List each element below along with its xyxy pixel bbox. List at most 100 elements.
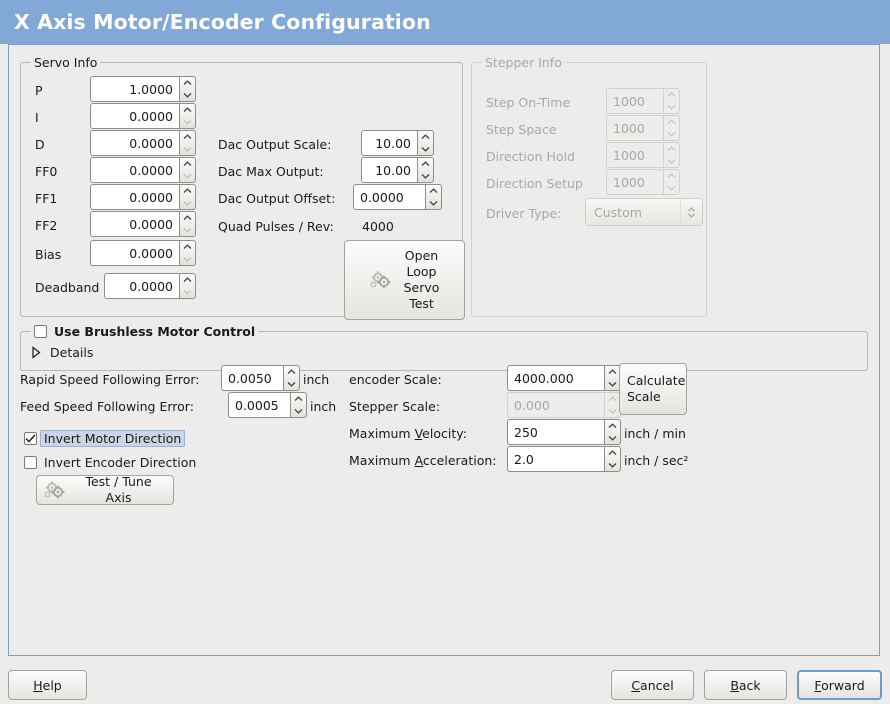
servo-p-value[interactable]: 1.0000	[90, 76, 179, 102]
spin-down-icon[interactable]	[180, 286, 195, 298]
rapid-following-error-spin-buttons[interactable]	[283, 365, 300, 391]
spin-down-icon[interactable]	[426, 197, 441, 209]
step-space-value[interactable]: 1000	[606, 115, 663, 141]
spin-up-icon[interactable]	[605, 420, 620, 432]
spin-up-icon[interactable]	[418, 131, 433, 143]
details-expander[interactable]: Details	[31, 345, 93, 360]
spin-up-icon[interactable]	[664, 116, 679, 128]
help-button[interactable]: Help	[8, 670, 87, 700]
spin-up-icon[interactable]	[605, 393, 620, 405]
dac-max-output-value[interactable]: 10.00	[361, 157, 417, 183]
use-brushless-checkbox-row[interactable]: Use Brushless Motor Control	[31, 324, 259, 339]
rapid-following-error-value[interactable]: 0.0050	[221, 365, 283, 391]
spin-up-icon[interactable]	[605, 447, 620, 459]
spin-up-icon[interactable]	[180, 274, 195, 286]
spin-down-icon[interactable]	[291, 405, 306, 417]
servo-ff1-value[interactable]: 0.0000	[90, 184, 179, 210]
spin-up-icon[interactable]	[291, 393, 306, 405]
step-on-time-spinbox[interactable]: 1000	[606, 88, 680, 114]
chevron-right-icon[interactable]	[31, 346, 41, 359]
spin-down-icon[interactable]	[605, 459, 620, 471]
spin-down-icon[interactable]	[605, 405, 620, 417]
spin-down-icon[interactable]	[605, 432, 620, 444]
spin-up-icon[interactable]	[605, 366, 620, 378]
spin-up-icon[interactable]	[664, 143, 679, 155]
dac-max-output-spin-buttons[interactable]	[417, 157, 434, 183]
spin-down-icon[interactable]	[605, 378, 620, 390]
maximum-acceleration-value[interactable]: 2.0	[507, 446, 604, 472]
use-brushless-checkbox[interactable]	[34, 325, 47, 338]
stepper-scale-spinbox[interactable]: 0.000	[507, 392, 621, 418]
dac-output-scale-spin-buttons[interactable]	[417, 130, 434, 156]
spin-down-icon[interactable]	[664, 101, 679, 113]
feed-following-error-spinbox[interactable]: 0.0005	[228, 392, 307, 418]
direction-hold-spin-buttons[interactable]	[663, 142, 680, 168]
spin-down-icon[interactable]	[664, 155, 679, 167]
spin-down-icon[interactable]	[664, 182, 679, 194]
direction-setup-spinbox[interactable]: 1000	[606, 169, 680, 195]
spin-down-icon[interactable]	[180, 170, 195, 182]
servo-ff1-spin-buttons[interactable]	[179, 184, 196, 210]
spin-down-icon[interactable]	[180, 253, 195, 265]
spin-up-icon[interactable]	[284, 366, 299, 378]
step-on-time-spin-buttons[interactable]	[663, 88, 680, 114]
servo-i-spin-buttons[interactable]	[179, 103, 196, 129]
spin-up-icon[interactable]	[418, 158, 433, 170]
spin-up-icon[interactable]	[426, 185, 441, 197]
servo-deadband-value[interactable]: 0.0000	[104, 273, 179, 299]
servo-bias-spinbox[interactable]: 0.0000	[90, 240, 196, 266]
dac-output-offset-value[interactable]: 0.0000	[353, 184, 425, 210]
invert-motor-direction-checkbox[interactable]	[24, 432, 37, 445]
spin-down-icon[interactable]	[180, 143, 195, 155]
spin-up-icon[interactable]	[180, 185, 195, 197]
servo-deadband-spin-buttons[interactable]	[179, 273, 196, 299]
spin-up-icon[interactable]	[664, 89, 679, 101]
spin-down-icon[interactable]	[180, 89, 195, 101]
servo-p-spinbox[interactable]: 1.0000	[90, 76, 196, 102]
servo-ff2-value[interactable]: 0.0000	[90, 211, 179, 237]
servo-bias-value[interactable]: 0.0000	[90, 240, 179, 266]
servo-p-spin-buttons[interactable]	[179, 76, 196, 102]
step-space-spinbox[interactable]: 1000	[606, 115, 680, 141]
servo-ff2-spin-buttons[interactable]	[179, 211, 196, 237]
dac-output-offset-spin-buttons[interactable]	[425, 184, 442, 210]
servo-ff0-spin-buttons[interactable]	[179, 157, 196, 183]
servo-d-spin-buttons[interactable]	[179, 130, 196, 156]
direction-setup-value[interactable]: 1000	[606, 169, 663, 195]
servo-d-spinbox[interactable]: 0.0000	[90, 130, 196, 156]
servo-deadband-spinbox[interactable]: 0.0000	[104, 273, 196, 299]
spin-up-icon[interactable]	[664, 170, 679, 182]
step-space-spin-buttons[interactable]	[663, 115, 680, 141]
spin-down-icon[interactable]	[418, 170, 433, 182]
spin-up-icon[interactable]	[180, 212, 195, 224]
dac-max-output-spinbox[interactable]: 10.00	[361, 157, 434, 183]
test-tune-axis-button[interactable]: Test / Tune Axis	[36, 474, 174, 505]
servo-i-spinbox[interactable]: 0.0000	[90, 103, 196, 129]
servo-d-value[interactable]: 0.0000	[90, 130, 179, 156]
servo-i-value[interactable]: 0.0000	[90, 103, 179, 129]
invert-encoder-direction-checkbox[interactable]	[24, 456, 37, 469]
chevron-updown-icon[interactable]	[680, 199, 702, 225]
servo-ff1-spinbox[interactable]: 0.0000	[90, 184, 196, 210]
cancel-button[interactable]: Cancel	[611, 670, 694, 700]
spin-up-icon[interactable]	[180, 131, 195, 143]
feed-following-error-value[interactable]: 0.0005	[228, 392, 290, 418]
servo-ff0-spinbox[interactable]: 0.0000	[90, 157, 196, 183]
back-button[interactable]: Back	[704, 670, 787, 700]
open-loop-servo-test-button[interactable]: Open Loop Servo Test	[344, 240, 465, 320]
spin-down-icon[interactable]	[180, 197, 195, 209]
spin-up-icon[interactable]	[180, 77, 195, 89]
invert-motor-direction-row[interactable]: Invert Motor Direction	[24, 430, 186, 447]
direction-hold-value[interactable]: 1000	[606, 142, 663, 168]
encoder-scale-value[interactable]: 4000.000	[507, 365, 604, 391]
servo-bias-spin-buttons[interactable]	[179, 240, 196, 266]
spin-up-icon[interactable]	[180, 104, 195, 116]
servo-ff2-spinbox[interactable]: 0.0000	[90, 211, 196, 237]
spin-down-icon[interactable]	[418, 143, 433, 155]
rapid-following-error-spinbox[interactable]: 0.0050	[221, 365, 300, 391]
spin-down-icon[interactable]	[180, 224, 195, 236]
feed-following-error-spin-buttons[interactable]	[290, 392, 307, 418]
encoder-scale-spinbox[interactable]: 4000.000	[507, 365, 621, 391]
direction-hold-spinbox[interactable]: 1000	[606, 142, 680, 168]
calculate-scale-button[interactable]: Calculate Scale	[619, 363, 687, 415]
